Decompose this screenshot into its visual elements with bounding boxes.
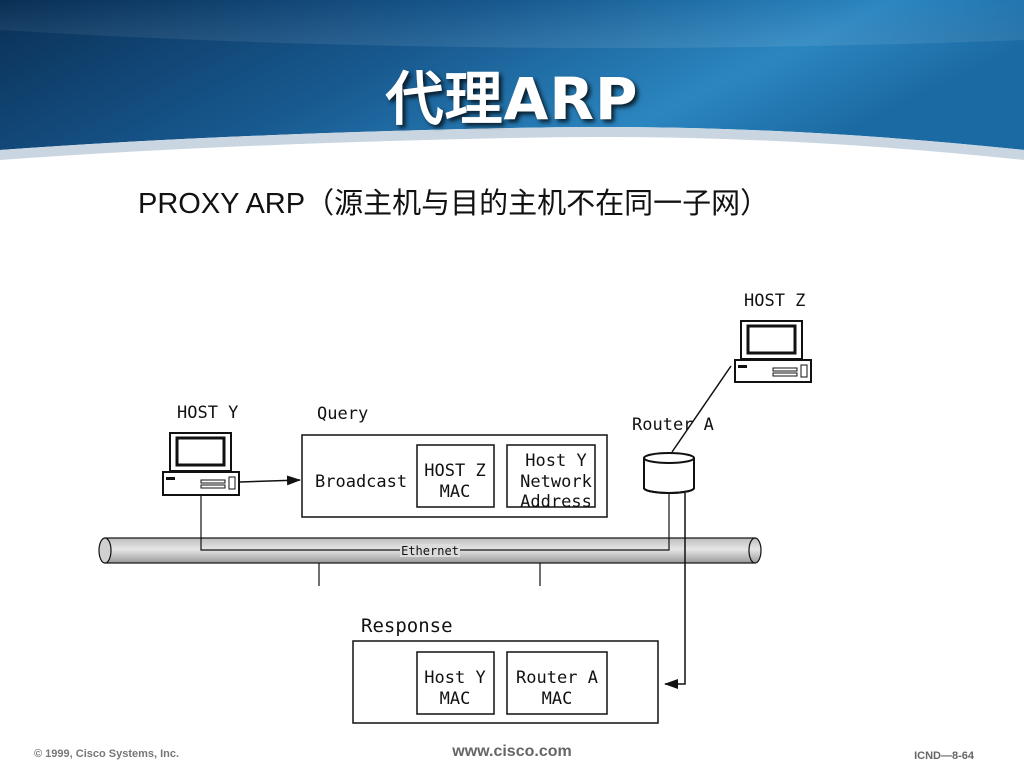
response-host-line2: MAC [440,689,471,709]
slide-title: 代理ARP [385,65,639,133]
query-address-line1: Host Y [525,451,586,471]
host-z-label: HOST Z [744,291,805,311]
router-a-label: Router A [632,415,714,435]
response-router-line1: Router A [516,668,598,688]
response-frame [352,640,659,724]
footer-page-code: ICND—8-64 [914,750,974,762]
query-arrow [239,475,301,486]
query-address-line2: Network [520,472,592,492]
router-hostz-link [671,365,732,453]
response-router-field [506,651,608,715]
query-mac-line1: HOST Z [424,461,485,481]
broadcast-label: Broadcast [315,472,407,492]
host-y-computer-icon [162,432,240,496]
ethernet-label: Ethernet [401,544,459,558]
host-y-label: HOST Y [177,403,238,423]
response-label: Response [361,615,453,637]
header-banner [0,0,1024,160]
response-host-field [416,651,495,715]
query-address-line3: Address [520,492,592,512]
response-host-line1: Host Y [424,668,485,688]
query-mac-line2: MAC [440,482,471,502]
response-router-line2: MAC [542,689,573,709]
host-z-computer-icon [734,320,812,383]
slide-subtitle: PROXY ARP（源主机与目的主机不在同一子网） [138,188,770,220]
query-label: Query [317,404,368,424]
router-a-icon [643,452,695,494]
footer-copyright: © 1999, Cisco Systems, Inc. [34,748,180,760]
query-mac-field [416,444,495,508]
response-arrow [664,493,686,689]
footer-website: www.cisco.com [452,743,572,760]
query-address-field [506,444,596,508]
